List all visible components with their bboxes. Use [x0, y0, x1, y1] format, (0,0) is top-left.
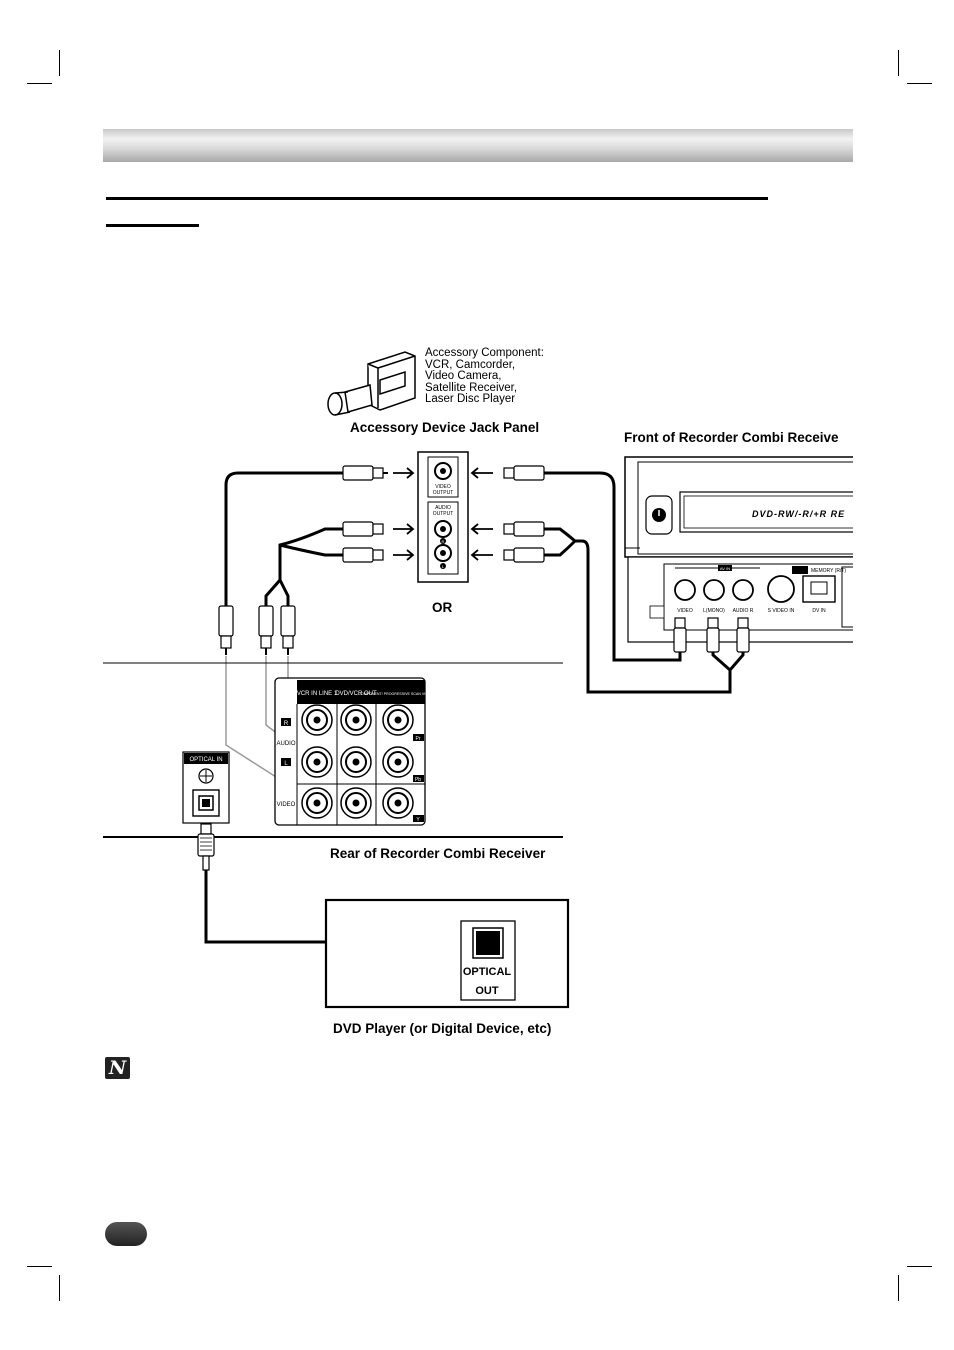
front-jack-label: DV IN	[812, 608, 826, 614]
note-icon: N	[105, 1057, 130, 1079]
crop-mark	[907, 83, 932, 84]
rear-row-label: VIDEO	[277, 802, 296, 808]
crop-mark	[898, 50, 899, 76]
front-panel-title: Front of Recorder Combi Receive	[624, 430, 839, 445]
optical-out-label: OUT	[475, 985, 499, 997]
l-mark: L	[442, 564, 445, 569]
section-header-bar	[103, 129, 853, 162]
rear-panel-title: Rear of Recorder Combi Receiver	[330, 846, 546, 861]
accessory-line: VCR, Camcorder,	[425, 358, 516, 371]
component-mark: Pr	[416, 736, 421, 742]
rca-plug-icon	[342, 465, 415, 563]
crop-mark	[898, 1275, 899, 1301]
cable-audio-to-rear	[264, 527, 343, 610]
component-mark: Pb	[415, 777, 421, 783]
optical-in-jack	[182, 751, 230, 824]
recorder-front-panel	[624, 456, 853, 643]
subtitle-rule	[106, 224, 199, 227]
rear-col-header: DVD/VCR OUT	[335, 691, 377, 697]
dvd-player-title: DVD Player (or Digital Device, etc)	[333, 1021, 552, 1036]
rear-jack-icon	[301, 704, 414, 819]
rca-plug-icon	[673, 617, 750, 653]
dvd-player-box	[324, 898, 570, 1009]
crop-mark	[27, 83, 52, 84]
front-jack-label: AUDIO R	[733, 608, 754, 614]
accessory-line: Satellite Receiver,	[425, 381, 518, 394]
rca-plug-icon	[470, 465, 545, 563]
optical-out-label: OPTICAL	[463, 966, 512, 978]
crop-mark	[27, 1266, 52, 1267]
av-in-label: AV IN	[720, 566, 730, 571]
memory-label: MEMORY (R/T)	[811, 568, 846, 574]
audio-output-label: AUDIO	[435, 505, 451, 511]
r-mark: R	[442, 539, 445, 544]
audio-output-label: OUTPUT	[433, 511, 454, 517]
crop-mark	[907, 1266, 932, 1267]
video-output-label: OUTPUT	[433, 490, 454, 496]
cable-video-to-rear	[224, 471, 343, 606]
accessory-line: Video Camera,	[425, 370, 502, 382]
front-jack-label: L(MONO)	[703, 608, 725, 614]
crop-mark	[59, 50, 60, 76]
r-mark: R	[284, 721, 289, 727]
front-display-text: DVD-RW/-R/+R RE	[752, 509, 845, 519]
title-rule	[106, 197, 768, 200]
accessory-jack-panel	[417, 451, 469, 583]
accessory-line: Accessory Component:	[425, 347, 544, 359]
l-mark: L	[284, 761, 288, 767]
front-jack-label: VIDEO	[677, 608, 693, 614]
optical-in-label: OPTICAL IN	[189, 757, 222, 763]
front-jack-label: S VIDEO IN	[768, 608, 795, 614]
crop-mark	[59, 1275, 60, 1301]
accessory-component-text: Accessory Component: VCR, Camcorder, Vid…	[425, 347, 544, 406]
rear-col-header: COMPONENT/ PROGRESSIVE SCAN VIDEO OUT	[358, 692, 442, 696]
page-number-tab	[105, 1222, 147, 1246]
rear-col-header: VCR IN LINE 1	[297, 691, 338, 697]
rear-row-label: AUDIO	[276, 741, 295, 747]
video-output-label: VIDEO	[435, 484, 451, 490]
rca-plug-icon	[218, 605, 296, 655]
camcorder-icon	[327, 351, 416, 416]
accessory-line: Laser Disc Player	[425, 393, 516, 405]
accessory-panel-title: Accessory Device Jack Panel	[350, 420, 540, 435]
component-mark: Y	[416, 817, 420, 823]
or-label: OR	[432, 600, 453, 615]
